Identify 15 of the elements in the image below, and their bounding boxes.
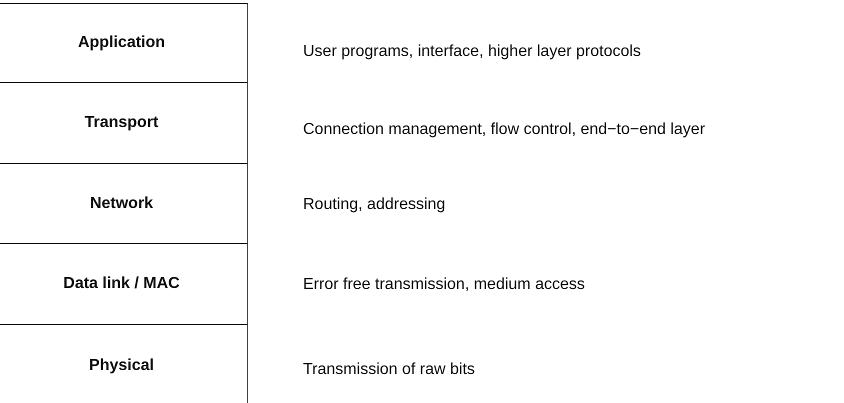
layer-cell [0,163,248,243]
layer-name: Network [90,194,154,212]
layer-description: User programs, interface, higher layer protocols [303,42,641,62]
layer-cell [0,3,248,82]
layer-description: Error free transmission, medium access [303,275,585,295]
layer-description: Routing, addressing [303,195,446,215]
layer-description: Transmission of raw bits [303,360,475,380]
layer-description: Connection management, flow control, end−to−end layer [303,120,706,140]
layer-cell [0,243,248,324]
layer-name: Physical [89,356,154,374]
layer-name: Application [78,34,166,52]
layer-name: Data link / MAC [63,275,180,293]
layer-cell [0,82,248,163]
layer-cell [0,324,248,403]
layer-name: Transport [84,114,158,132]
